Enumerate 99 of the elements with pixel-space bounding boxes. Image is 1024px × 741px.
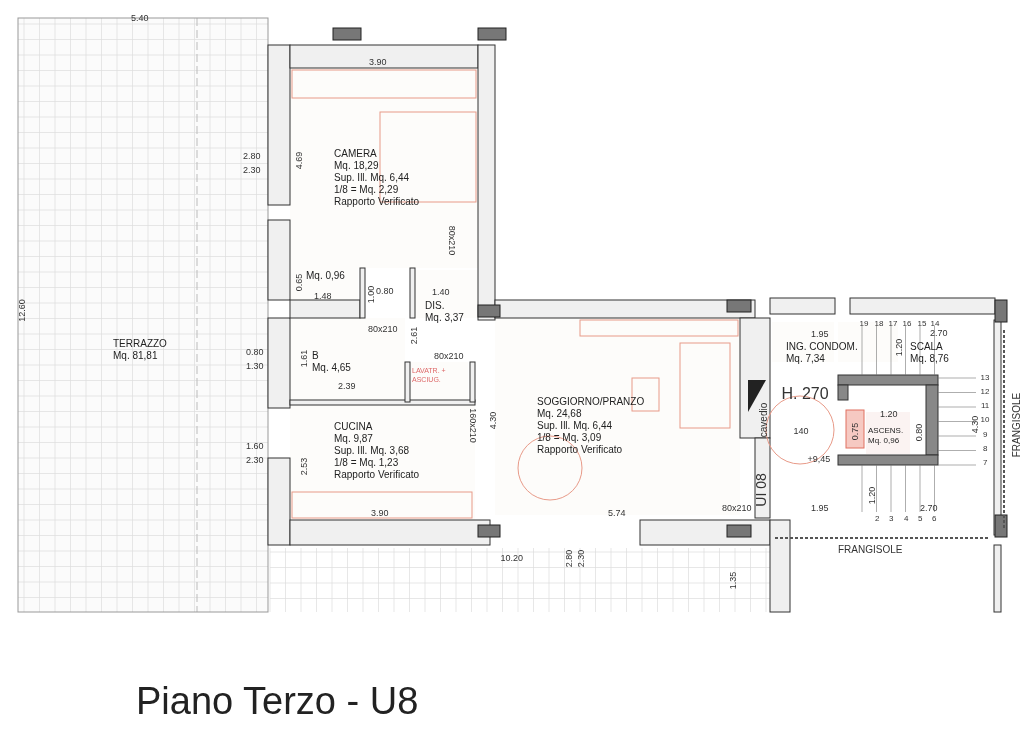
dimension-label: 5.40 [131, 14, 149, 23]
dimension-label: 80x210 [447, 225, 457, 255]
dimension-label: 4.30 [489, 411, 499, 429]
room-info: Rapporto Verificato [537, 444, 624, 456]
dimension-label: 1.35 [729, 571, 739, 589]
room-info: Mq. 81,81 [113, 350, 159, 362]
room-name: SCALA [910, 341, 944, 353]
dimension-label: 0.65 [295, 273, 305, 291]
dimension-label: 12.60 [17, 298, 27, 322]
step-number: 9 [983, 431, 988, 439]
step-number: 15 [917, 320, 927, 328]
room-info: Sup. Ill. Mq. 3,68 [334, 445, 411, 457]
step-number: 8 [983, 445, 988, 453]
room-info: 1/8 = Mq. 2,29 [334, 184, 400, 196]
step-number: 2 [875, 515, 880, 523]
dimension-label: 0.75 [851, 422, 861, 440]
dimension-label: 2.30 [246, 456, 264, 465]
room-info: Sup. Ill. Mq. 6,44 [334, 172, 411, 184]
dimension-label: 2.30 [243, 166, 261, 175]
step-number: 19 [859, 320, 869, 328]
room-info: Mq. 0,96 [306, 270, 345, 282]
room-name: SOGGIORNO/PRANZO [537, 396, 645, 408]
dimension-label: +9,45 [807, 455, 831, 464]
room-name: CUCINA [334, 421, 374, 433]
dimension-label: 0.80 [246, 348, 264, 357]
room-info: Mq. 8,76 [910, 353, 949, 365]
room-info: Mq. 4,65 [312, 362, 351, 374]
step-number: 12 [980, 388, 990, 396]
room-area [408, 362, 468, 400]
dimension-label: 1.20 [868, 486, 878, 504]
dimension-label: 1.00 [367, 285, 377, 303]
unit-label: UI 08 [753, 473, 768, 507]
room-info: Rapporto Verificato [334, 196, 420, 208]
room-area [290, 405, 475, 520]
element-label: cavedio [759, 402, 770, 438]
element-label: FRANGISOLE [838, 545, 903, 555]
dimension-label: 1.61 [300, 349, 310, 367]
dimension-label: 80x210 [368, 325, 398, 334]
room-info: Mq. 24,68 [537, 408, 583, 420]
dimension-label: 5.74 [608, 509, 626, 518]
dimension-label: 2.70 [920, 504, 938, 513]
step-number: 7 [983, 459, 988, 467]
room-area [290, 318, 405, 402]
step-number: 17 [888, 320, 898, 328]
dimension-label: 1.20 [895, 338, 905, 356]
room-info: Mq. 7,34 [786, 353, 826, 365]
dimension-label: 1.95 [811, 330, 829, 339]
height-label: H. 270 [781, 386, 829, 402]
dimension-label: 140 [793, 427, 809, 436]
room-info: Mq. 3,37 [425, 312, 464, 324]
dimension-label: 0.80 [376, 287, 394, 296]
step-number: 10 [980, 416, 990, 424]
dimension-label: 2.70 [930, 329, 948, 338]
dimension-label: 1.48 [314, 292, 332, 301]
dimension-label: 2.53 [300, 457, 310, 475]
dimension-label: 2.80 [565, 549, 575, 567]
room-area [866, 412, 910, 454]
dimension-label: 1.30 [246, 362, 264, 371]
step-number: 5 [918, 515, 923, 523]
step-number: 16 [902, 320, 912, 328]
dimension-label: 2.39 [338, 382, 356, 391]
dimension-label: 2.61 [410, 326, 420, 344]
room-info: 1/8 = Mq. 1,23 [334, 457, 400, 469]
step-number: 13 [980, 374, 990, 382]
dimension-label: 2.30 [577, 549, 587, 567]
dimension-label: 3.90 [371, 509, 389, 518]
dimension-label: 4.69 [295, 151, 305, 169]
room-name: CAMERA [334, 148, 378, 160]
element-label: FRANGISOLE [1012, 392, 1023, 458]
plan-title: Piano Terzo - U8 [136, 680, 419, 723]
dimension-label: 0.80 [915, 423, 925, 441]
dimension-label: 160x210 [467, 407, 477, 443]
dimension-label: 1.95 [811, 504, 829, 513]
step-number: 18 [874, 320, 884, 328]
room-info: Mq. 18,29 [334, 160, 380, 172]
dimension-label: 10.20 [500, 554, 524, 563]
room-info: Rapporto Verificato [334, 469, 420, 481]
dimension-label: 1.40 [432, 288, 450, 297]
step-number: 14 [930, 320, 940, 328]
room-name: ASCENS. [868, 426, 904, 436]
room-name: TERRAZZO [113, 338, 167, 350]
room-info: Mq. 9,87 [334, 433, 374, 445]
room-area [290, 268, 358, 300]
room-info: 1/8 = Mq. 3,09 [537, 432, 603, 444]
room-name: ING. CONDOM. [786, 341, 858, 353]
dimension-label: 1.20 [880, 410, 898, 419]
step-number: 3 [889, 515, 894, 523]
room-area [290, 68, 478, 268]
dimension-label: 4.30 [971, 415, 981, 433]
dimension-label: 80x210 [722, 504, 752, 513]
room-info: Mq. 0,96 [868, 436, 901, 446]
step-number: 11 [981, 402, 990, 410]
step-number: 6 [932, 515, 937, 523]
step-number: 4 [904, 515, 909, 523]
dimension-label: 2.80 [243, 152, 261, 161]
room-info: Sup. Ill. Mq. 6,44 [537, 420, 614, 432]
dimension-label: 1.60 [246, 442, 264, 451]
room-name: B [312, 350, 320, 362]
room-name: DIS. [425, 300, 446, 312]
